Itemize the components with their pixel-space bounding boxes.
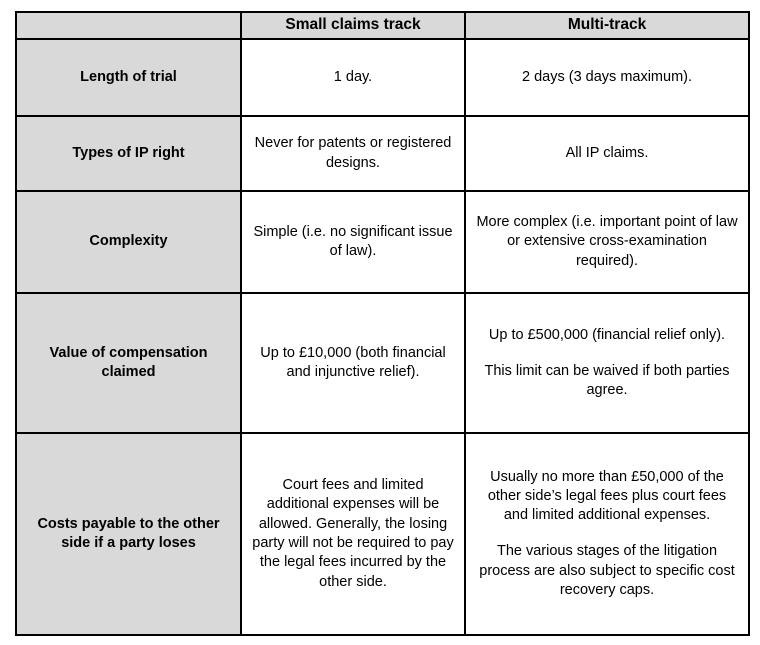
header-row: Small claims track Multi-track [15,11,750,40]
row-label-types-of-ip-right: Types of IP right [15,115,242,192]
cell-paragraph: 1 day. [333,68,373,85]
cell-multi-value-of-compensation-claimed: Up to £500,000 (financial relief only). … [464,292,750,434]
table-row: Types of IP right Never for patents or r… [15,115,750,192]
cell-paragraph: Never for patents or registered designs. [254,135,452,171]
table-row: Value of compensation claimed Up to £10,… [15,292,750,434]
table-body: Length of trial 1 day. 2 days (3 days ma… [15,38,750,636]
cell-paragraph: All IP claims. [565,144,649,161]
row-label-length-of-trial: Length of trial [15,38,242,117]
header-corner-blank [15,11,242,40]
track-comparison-table: Small claims track Multi-track Length of… [15,11,750,636]
cell-small-complexity: Simple (i.e. no significant issue of law… [240,190,466,294]
cell-paragraph: This limit can be waived if both parties… [484,362,730,398]
table-row: Length of trial 1 day. 2 days (3 days ma… [15,38,750,117]
cell-multi-length-of-trial: 2 days (3 days maximum). [464,38,750,117]
cell-paragraph: 2 days (3 days maximum). [521,68,693,85]
cell-paragraph: Up to £500,000 (financial relief only). [488,326,726,343]
cell-paragraph: More complex (i.e. important point of la… [476,214,738,269]
cell-multi-complexity: More complex (i.e. important point of la… [464,190,750,294]
header-multi-track: Multi-track [464,11,750,40]
table-row: Complexity Simple (i.e. no significant i… [15,190,750,294]
cell-paragraph: Up to £10,000 (both financial and injunc… [260,344,446,380]
cell-multi-costs-payable: Usually no more than £50,000 of the othe… [464,432,750,636]
cell-paragraph: Usually no more than £50,000 of the othe… [487,468,727,524]
cell-small-types-of-ip-right: Never for patents or registered designs. [240,115,466,192]
table-header: Small claims track Multi-track [15,11,750,40]
cell-multi-types-of-ip-right: All IP claims. [464,115,750,192]
row-label-value-of-compensation-claimed: Value of compensation claimed [15,292,242,434]
cell-paragraph: The various stages of the litigation pro… [479,543,735,598]
row-label-complexity: Complexity [15,190,242,294]
cell-small-value-of-compensation-claimed: Up to £10,000 (both financial and injunc… [240,292,466,434]
header-small-claims-track: Small claims track [240,11,466,40]
cell-paragraph: Court fees and limited additional expens… [252,477,454,590]
table-row: Costs payable to the other side if a par… [15,432,750,636]
cell-small-costs-payable: Court fees and limited additional expens… [240,432,466,636]
cell-paragraph: Simple (i.e. no significant issue of law… [253,223,453,259]
row-label-costs-payable-to-the-other-side: Costs payable to the other side if a par… [15,432,242,636]
cell-small-length-of-trial: 1 day. [240,38,466,117]
